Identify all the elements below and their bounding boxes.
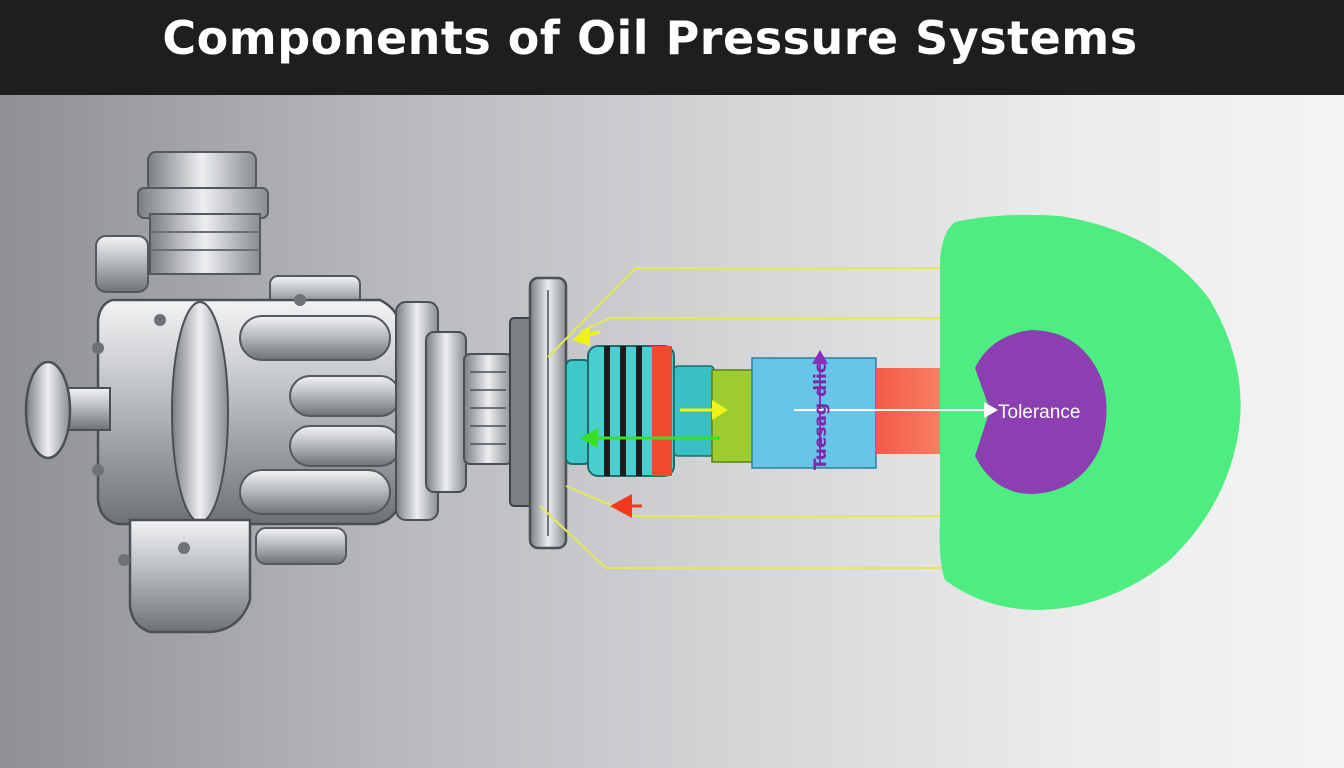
- olive-tube: [711, 369, 757, 463]
- title-bar: Components of Oil Pressure Systems: [0, 0, 1344, 95]
- purple-core: [975, 330, 1107, 494]
- blue-tube: [751, 357, 877, 469]
- vertical-label: Tuesag dlic: [811, 363, 831, 470]
- tolerance-label: Tolerance: [998, 402, 1080, 423]
- drive-gear-icon: [395, 301, 533, 521]
- yellow-arrow-right: [680, 400, 728, 420]
- white-arrow-tolerance: [794, 402, 998, 418]
- purple-arrow-vertical: [812, 350, 828, 466]
- teal-hub: [565, 345, 715, 477]
- flange-disc-icon: [528, 276, 568, 550]
- oil-pump-assembly-icon: [24, 151, 402, 634]
- page-title: Components of Oil Pressure Systems: [162, 11, 1138, 65]
- red-arrow-left: [610, 494, 642, 518]
- green-arrow-left: [580, 428, 720, 448]
- yellow-arrow-top: [572, 326, 601, 346]
